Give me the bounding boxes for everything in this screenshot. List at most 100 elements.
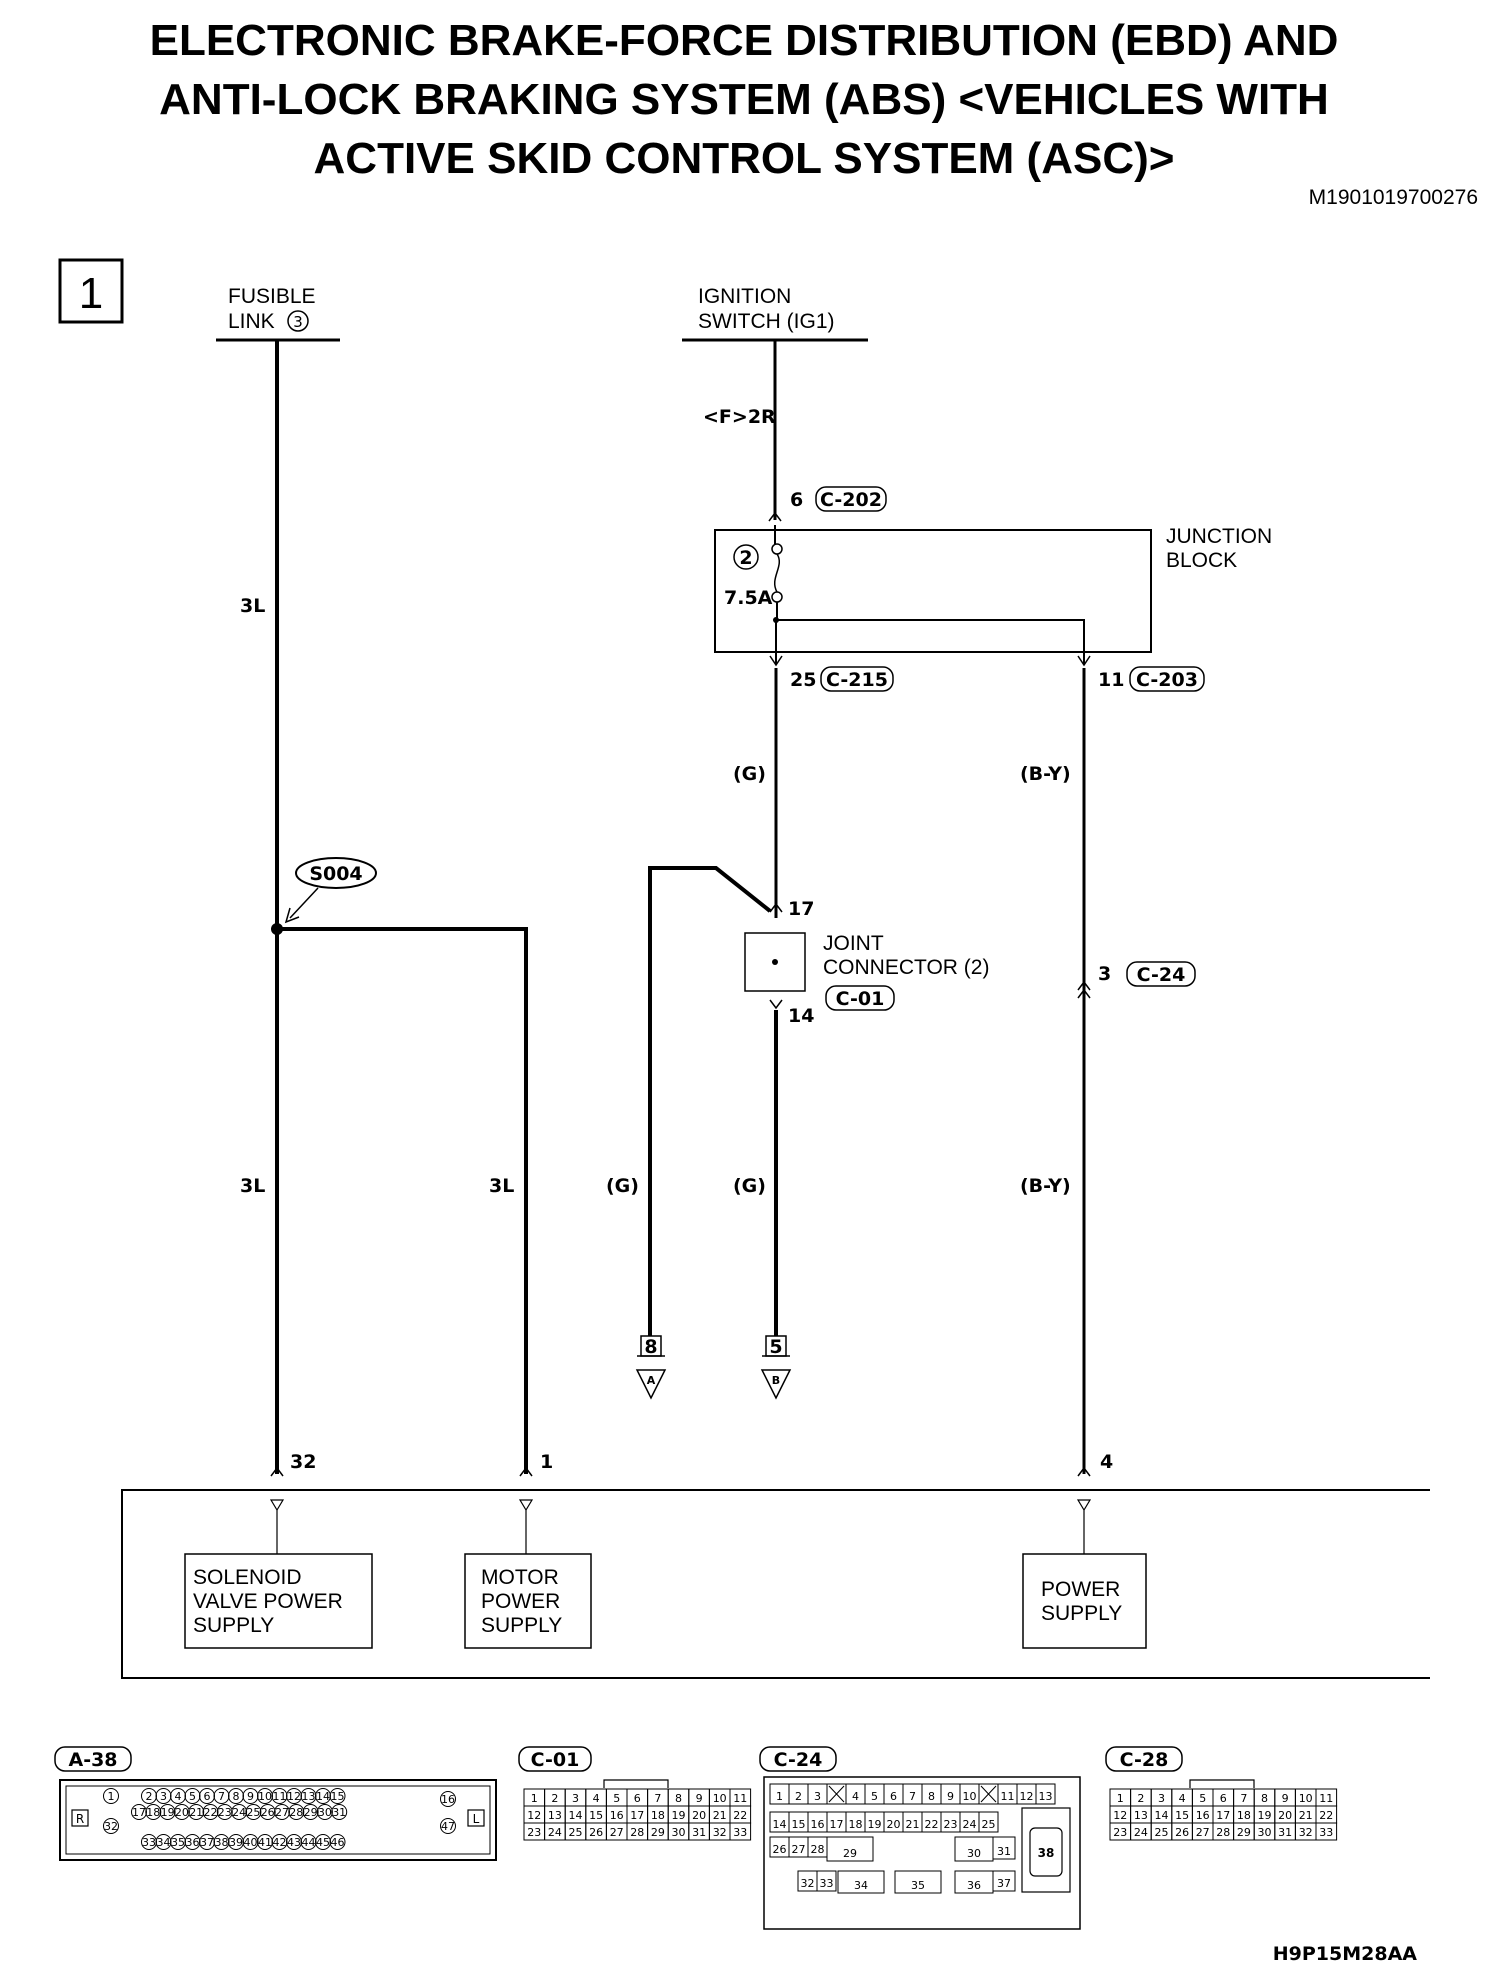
svg-text:23: 23 xyxy=(218,1806,232,1819)
c01-grid-pin: 25 xyxy=(564,1822,587,1841)
c24-pin: 1 xyxy=(769,1783,790,1805)
c24-pin: 30 xyxy=(954,1836,994,1862)
svg-text:4: 4 xyxy=(593,1792,600,1805)
svg-text:20: 20 xyxy=(692,1809,706,1822)
svg-text:18: 18 xyxy=(1237,1809,1251,1822)
svg-text:6: 6 xyxy=(890,1790,897,1803)
a38-pin: 11 xyxy=(271,1788,288,1804)
a38-pin: 34 xyxy=(155,1834,172,1850)
svg-text:3: 3 xyxy=(160,1790,167,1803)
c202-badge xyxy=(815,486,887,512)
c28-grid-pin: 4 xyxy=(1171,1788,1193,1807)
c01-grid-pin: 29 xyxy=(647,1822,669,1841)
svg-text:18: 18 xyxy=(146,1806,160,1819)
svg-text:7: 7 xyxy=(218,1790,225,1803)
wire-g-branch xyxy=(648,866,772,1352)
svg-text:9: 9 xyxy=(696,1792,703,1805)
ecu-pin-32-terminal xyxy=(270,1466,284,1477)
c24-pin: 34 xyxy=(837,1870,885,1894)
svg-text:10: 10 xyxy=(963,1790,977,1803)
svg-text:19: 19 xyxy=(868,1818,882,1831)
c24-pin: 37 xyxy=(992,1870,1016,1892)
c01-grid-pin: 32 xyxy=(708,1822,731,1841)
a38-pin: 9 xyxy=(242,1788,259,1804)
c28-grid-pin: 29 xyxy=(1233,1822,1255,1841)
svg-text:20: 20 xyxy=(175,1806,189,1819)
c28-grid-pin: 32 xyxy=(1294,1822,1317,1841)
ecu-pin-4: 4 xyxy=(1100,1451,1113,1473)
a38-pin: 21 xyxy=(188,1804,205,1820)
svg-text:26: 26 xyxy=(1175,1826,1189,1839)
svg-text:19: 19 xyxy=(672,1809,686,1822)
svg-text:1: 1 xyxy=(531,1792,538,1805)
a38-pin: 30 xyxy=(316,1804,333,1820)
a38-pin: 25 xyxy=(245,1804,262,1820)
svg-text:6: 6 xyxy=(1220,1792,1227,1805)
c01-label: C-01 xyxy=(836,988,885,1010)
a38-pin: 28 xyxy=(288,1804,305,1820)
svg-text:2: 2 xyxy=(1137,1792,1144,1805)
joint-pin-out: 14 xyxy=(788,1005,814,1027)
svg-text:35: 35 xyxy=(171,1836,185,1849)
svg-text:11: 11 xyxy=(1319,1792,1333,1805)
svg-text:16: 16 xyxy=(610,1809,624,1822)
c28-view-label: C-28 xyxy=(1120,1749,1169,1771)
a38-label: A-38 xyxy=(68,1749,117,1771)
c215-pin: 25 xyxy=(790,669,816,691)
svg-text:1: 1 xyxy=(1117,1792,1124,1805)
a38-pin: 6 xyxy=(199,1788,215,1804)
c28-grid-pin: 27 xyxy=(1191,1822,1214,1841)
svg-text:3: 3 xyxy=(814,1790,821,1803)
svg-text:8: 8 xyxy=(1261,1792,1268,1805)
svg-text:25: 25 xyxy=(982,1818,996,1831)
svg-text:12: 12 xyxy=(287,1790,301,1803)
svg-text:4: 4 xyxy=(1179,1792,1186,1805)
c01-grid-pin: 1 xyxy=(523,1788,546,1807)
svg-text:10: 10 xyxy=(258,1790,272,1803)
svg-text:33: 33 xyxy=(142,1836,156,1849)
c01-grid-pin: 28 xyxy=(626,1822,649,1841)
fuse-element xyxy=(774,553,780,593)
svg-text:15: 15 xyxy=(589,1809,603,1822)
c24-pin: 36 xyxy=(954,1870,994,1894)
a38-pin: 16 xyxy=(440,1791,456,1807)
svg-text:22: 22 xyxy=(1319,1809,1333,1822)
svg-text:26: 26 xyxy=(261,1806,275,1819)
c01-grid-pin: 8 xyxy=(667,1788,690,1807)
joint-pin-in: 17 xyxy=(788,898,814,920)
a38-pin: 35 xyxy=(170,1834,186,1850)
svg-text:25: 25 xyxy=(569,1826,583,1839)
label-f2r: <F>2R xyxy=(703,406,776,428)
c24-pin: 10 xyxy=(959,1783,980,1805)
svg-text:30: 30 xyxy=(672,1826,686,1839)
junction-block xyxy=(714,529,1152,653)
a38-pin: 20 xyxy=(173,1804,190,1820)
a38-pin: 40 xyxy=(242,1834,259,1850)
solenoid-supply-block xyxy=(184,1553,373,1649)
c01-grid-pin: 30 xyxy=(667,1822,690,1841)
c01-grid-pin: 10 xyxy=(708,1788,731,1807)
a38-pin: 33 xyxy=(141,1834,157,1850)
c28-grid-pin: 18 xyxy=(1233,1805,1255,1824)
motor-label-3: SUPPLY xyxy=(481,1614,562,1637)
c24-pin: 33 xyxy=(816,1870,837,1892)
c24-pin: 27 xyxy=(788,1836,809,1858)
svg-text:14: 14 xyxy=(773,1818,787,1831)
c24-badge xyxy=(1126,961,1196,987)
svg-text:2: 2 xyxy=(551,1792,558,1805)
a38-pin: 38 xyxy=(213,1834,230,1850)
c24-pin: 21 xyxy=(902,1811,923,1833)
c203-terminal xyxy=(1077,655,1091,667)
svg-text:13: 13 xyxy=(1039,1790,1053,1803)
fusible-link-number-circle xyxy=(287,310,309,332)
svg-text:17: 17 xyxy=(630,1809,644,1822)
splice-leader-arrow xyxy=(284,907,300,924)
c24-view-label-badge xyxy=(759,1746,837,1772)
c01-grid-pin: 18 xyxy=(647,1805,669,1824)
svg-text:7: 7 xyxy=(909,1790,916,1803)
c24-pin: 11 xyxy=(997,1783,1018,1805)
svg-text:31: 31 xyxy=(332,1806,346,1819)
c28-grid-pin: 3 xyxy=(1150,1788,1173,1807)
fuse-top-node xyxy=(771,543,783,555)
